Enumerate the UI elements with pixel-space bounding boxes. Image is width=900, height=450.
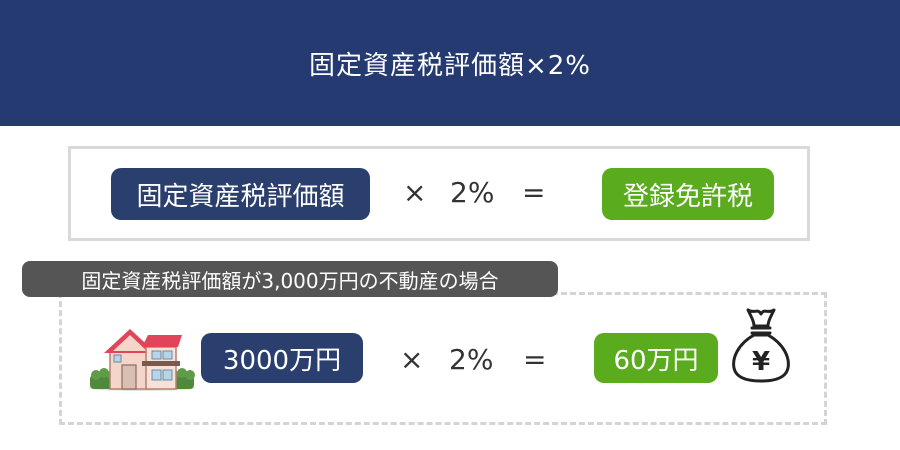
header-banner: 固定資産税評価額×2%	[0, 0, 900, 126]
example-caption: 固定資産税評価額が3,000万円の不動産の場合	[22, 261, 558, 297]
yen-symbol: ¥	[752, 347, 770, 377]
example-result-pill: 60万円	[594, 333, 718, 383]
multiply-sign: ×	[403, 176, 427, 209]
rate-text: 2%	[450, 176, 495, 209]
house-icon	[88, 329, 196, 391]
money-bag-icon: ¥	[732, 308, 790, 383]
example-multiply-sign: ×	[400, 343, 424, 376]
example-equals-sign: =	[523, 343, 547, 376]
result-label-pill: 登録免許税	[602, 168, 774, 220]
example-rate-text: 2%	[449, 343, 494, 376]
base-label-pill: 固定資産税評価額	[111, 168, 370, 220]
example-value-pill: 3000万円	[201, 333, 363, 383]
equals-sign: =	[522, 176, 546, 209]
header-title: 固定資産税評価額×2%	[308, 50, 592, 81]
